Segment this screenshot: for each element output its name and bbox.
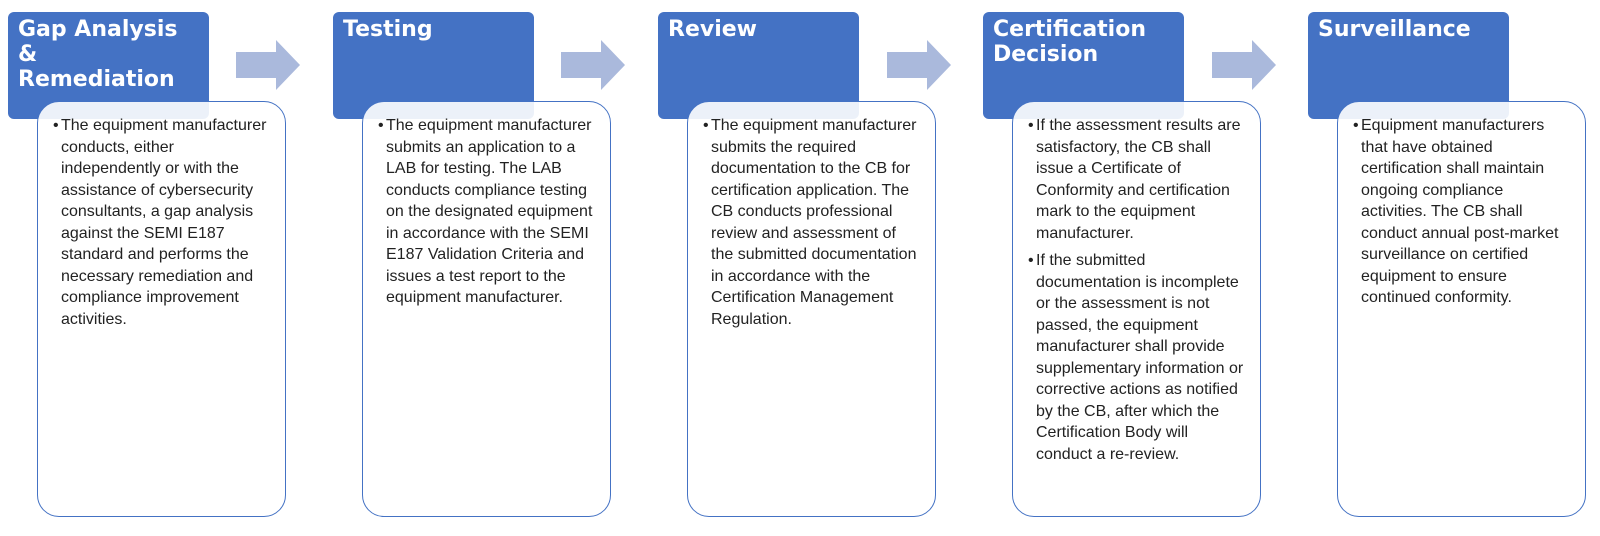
step-description-card: •The equipment manufacturer submits an a… — [362, 101, 611, 517]
bullet-icon: • — [703, 117, 709, 134]
bullet-item: •If the assessment results are satisfact… — [1028, 115, 1246, 244]
bullet-icon: • — [53, 117, 59, 134]
step-title: Review — [668, 17, 757, 42]
bullet-item: •The equipment manufacturer submits the … — [703, 115, 921, 330]
bullet-item: •If the submitted documentation is incom… — [1028, 250, 1246, 465]
bullet-icon: • — [1353, 117, 1359, 134]
bullet-item: •Equipment manufacturers that have obtai… — [1353, 115, 1571, 309]
bullet-text: The equipment manufacturer submits the r… — [711, 117, 917, 328]
step-surveillance: Surveillance •Equipment manufacturers th… — [1308, 12, 1600, 526]
bullet-text: If the submitted documentation is incomp… — [1036, 252, 1244, 463]
step-description-card: •The equipment manufacturer conducts, ei… — [37, 101, 286, 517]
step-description-card: •The equipment manufacturer submits the … — [687, 101, 936, 517]
step-description-card: •If the assessment results are satisfact… — [1012, 101, 1261, 517]
step-testing: Testing •The equipment manufacturer subm… — [333, 12, 633, 526]
bullet-text: Equipment manufacturers that have obtain… — [1361, 117, 1559, 306]
bullet-list: •The equipment manufacturer conducts, ei… — [53, 115, 271, 330]
arrow-right-icon — [561, 40, 625, 90]
bullet-list: •If the assessment results are satisfact… — [1028, 115, 1246, 465]
bullet-icon: • — [378, 117, 384, 134]
step-title: Surveillance — [1318, 17, 1471, 42]
bullet-list: •The equipment manufacturer submits the … — [703, 115, 921, 330]
arrow-right-icon — [1212, 40, 1276, 90]
step-gap-analysis: Gap Analysis & Remediation •The equipmen… — [8, 12, 308, 526]
bullet-item: •The equipment manufacturer submits an a… — [378, 115, 596, 309]
step-description-card: •Equipment manufacturers that have obtai… — [1337, 101, 1586, 517]
bullet-icon: • — [1028, 252, 1034, 269]
arrow-right-icon — [236, 40, 300, 90]
step-title: Certification Decision — [993, 17, 1147, 67]
arrow-right-icon — [887, 40, 951, 90]
bullet-text: The equipment manufacturer conducts, eit… — [61, 117, 267, 328]
bullet-list: •Equipment manufacturers that have obtai… — [1353, 115, 1571, 309]
step-review: Review •The equipment manufacturer submi… — [658, 12, 958, 526]
step-certification-decision: Certification Decision •If the assessmen… — [983, 12, 1283, 526]
bullet-list: •The equipment manufacturer submits an a… — [378, 115, 596, 309]
step-header: Gap Analysis & Remediation — [8, 12, 209, 119]
bullet-text: If the assessment results are satisfacto… — [1036, 117, 1241, 242]
bullet-item: •The equipment manufacturer conducts, ei… — [53, 115, 271, 330]
step-title: Gap Analysis & Remediation — [18, 17, 178, 92]
step-title: Testing — [343, 17, 433, 42]
bullet-icon: • — [1028, 117, 1034, 134]
bullet-text: The equipment manufacturer submits an ap… — [386, 117, 593, 306]
